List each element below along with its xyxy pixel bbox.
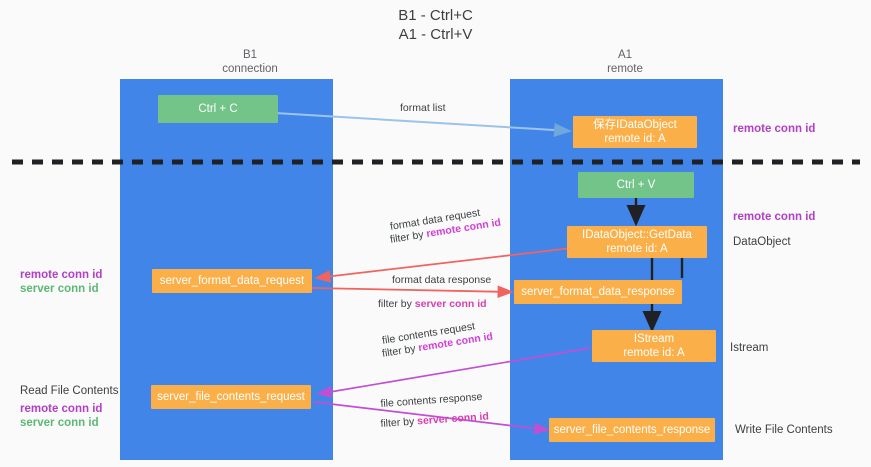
node-server-format-data-response[interactable]: server_format_data_response [514,280,682,304]
edge-label-format-data-request: format data request filter by remote con… [389,207,502,247]
connector-format-data-response [311,285,514,299]
lane-header-a1-sub: remote [607,63,643,75]
edge-label-format-data-response-filter: filter by server conn id [378,297,487,311]
label-remote-conn-id-top: remote conn id [733,123,816,135]
lane-header-b1: B1 connection [150,48,350,76]
lane-header-b1-name: B1 [242,49,258,61]
node-server-format-data-request-label: server_format_data_request [159,275,305,287]
node-server-file-contents-request-label: server_file_contents_request [157,391,305,403]
label-server-conn-id-left-2: server conn id [20,417,99,429]
node-save-idataobject-line2: remote id: A [604,133,666,145]
edge-label-format-data-response-text: format data response [392,274,492,286]
node-istream-line2: remote id: A [623,347,685,359]
label-remote-conn-id-left-1: remote conn id [20,269,103,281]
label-dataobject: DataObject [733,236,791,248]
node-ctrl-c-label: Ctrl + C [198,103,238,115]
title-line-1: B1 - Ctrl+C [398,7,473,24]
label-remote-conn-id-mid: remote conn id [733,211,816,223]
page-title: B1 - Ctrl+C A1 - Ctrl+V [0,6,871,44]
label-write-file-contents: Write File Contents [735,424,833,436]
edge-label-fdres-prefix: filter by [378,298,415,310]
node-ctrl-v[interactable]: Ctrl + V [578,172,694,198]
label-read-file-contents: Read File Contents [20,385,119,397]
node-idataobject-getdata[interactable]: IDataObject::GetData remote id: A [567,226,707,258]
node-getdata-line1: IDataObject::GetData [582,229,692,241]
edge-label-format-list: format list [400,101,446,115]
lane-header-a1: A1 remote [525,48,725,76]
lane-header-b1-sub: connection [222,63,278,75]
edge-label-file-contents-request: file contents request filter by remote c… [381,320,494,361]
node-istream-line1: IStream [633,333,675,345]
edge-label-format-data-response: format data response [392,273,491,287]
node-ctrl-c[interactable]: Ctrl + C [158,95,278,123]
node-server-format-data-response-label: server_format_data_response [521,286,675,298]
edge-label-format-list-text: format list [400,102,446,114]
label-server-conn-id-left-1: server conn id [20,283,99,295]
node-save-idataobject[interactable]: 保存IDataObject remote id: A [573,116,697,148]
label-remote-conn-id-left-2: remote conn id [20,403,103,415]
node-server-format-data-request[interactable]: server_format_data_request [152,269,312,293]
edge-label-fdres-key: server conn id [414,298,487,310]
node-save-idataobject-line1: 保存IDataObject [593,119,677,131]
edge-label-fcres-key: server conn id [416,410,490,428]
node-server-file-contents-response[interactable]: server_file_contents_response [549,418,715,442]
label-istream: Istream [730,342,769,354]
node-istream[interactable]: IStream remote id: A [592,330,716,362]
node-getdata-line2: remote id: A [606,243,668,255]
node-ctrl-v-label: Ctrl + V [616,179,656,191]
edge-label-file-contents-response-text: file contents response [380,390,483,410]
node-server-file-contents-response-label: server_file_contents_response [553,424,711,436]
edge-label-fcres-prefix: filter by [380,415,418,430]
edge-label-file-contents-response: file contents response filter by server … [380,391,490,431]
node-server-file-contents-request[interactable]: server_file_contents_request [151,385,311,409]
title-line-2: A1 - Ctrl+V [398,26,473,43]
lane-header-a1-name: A1 [617,49,633,61]
